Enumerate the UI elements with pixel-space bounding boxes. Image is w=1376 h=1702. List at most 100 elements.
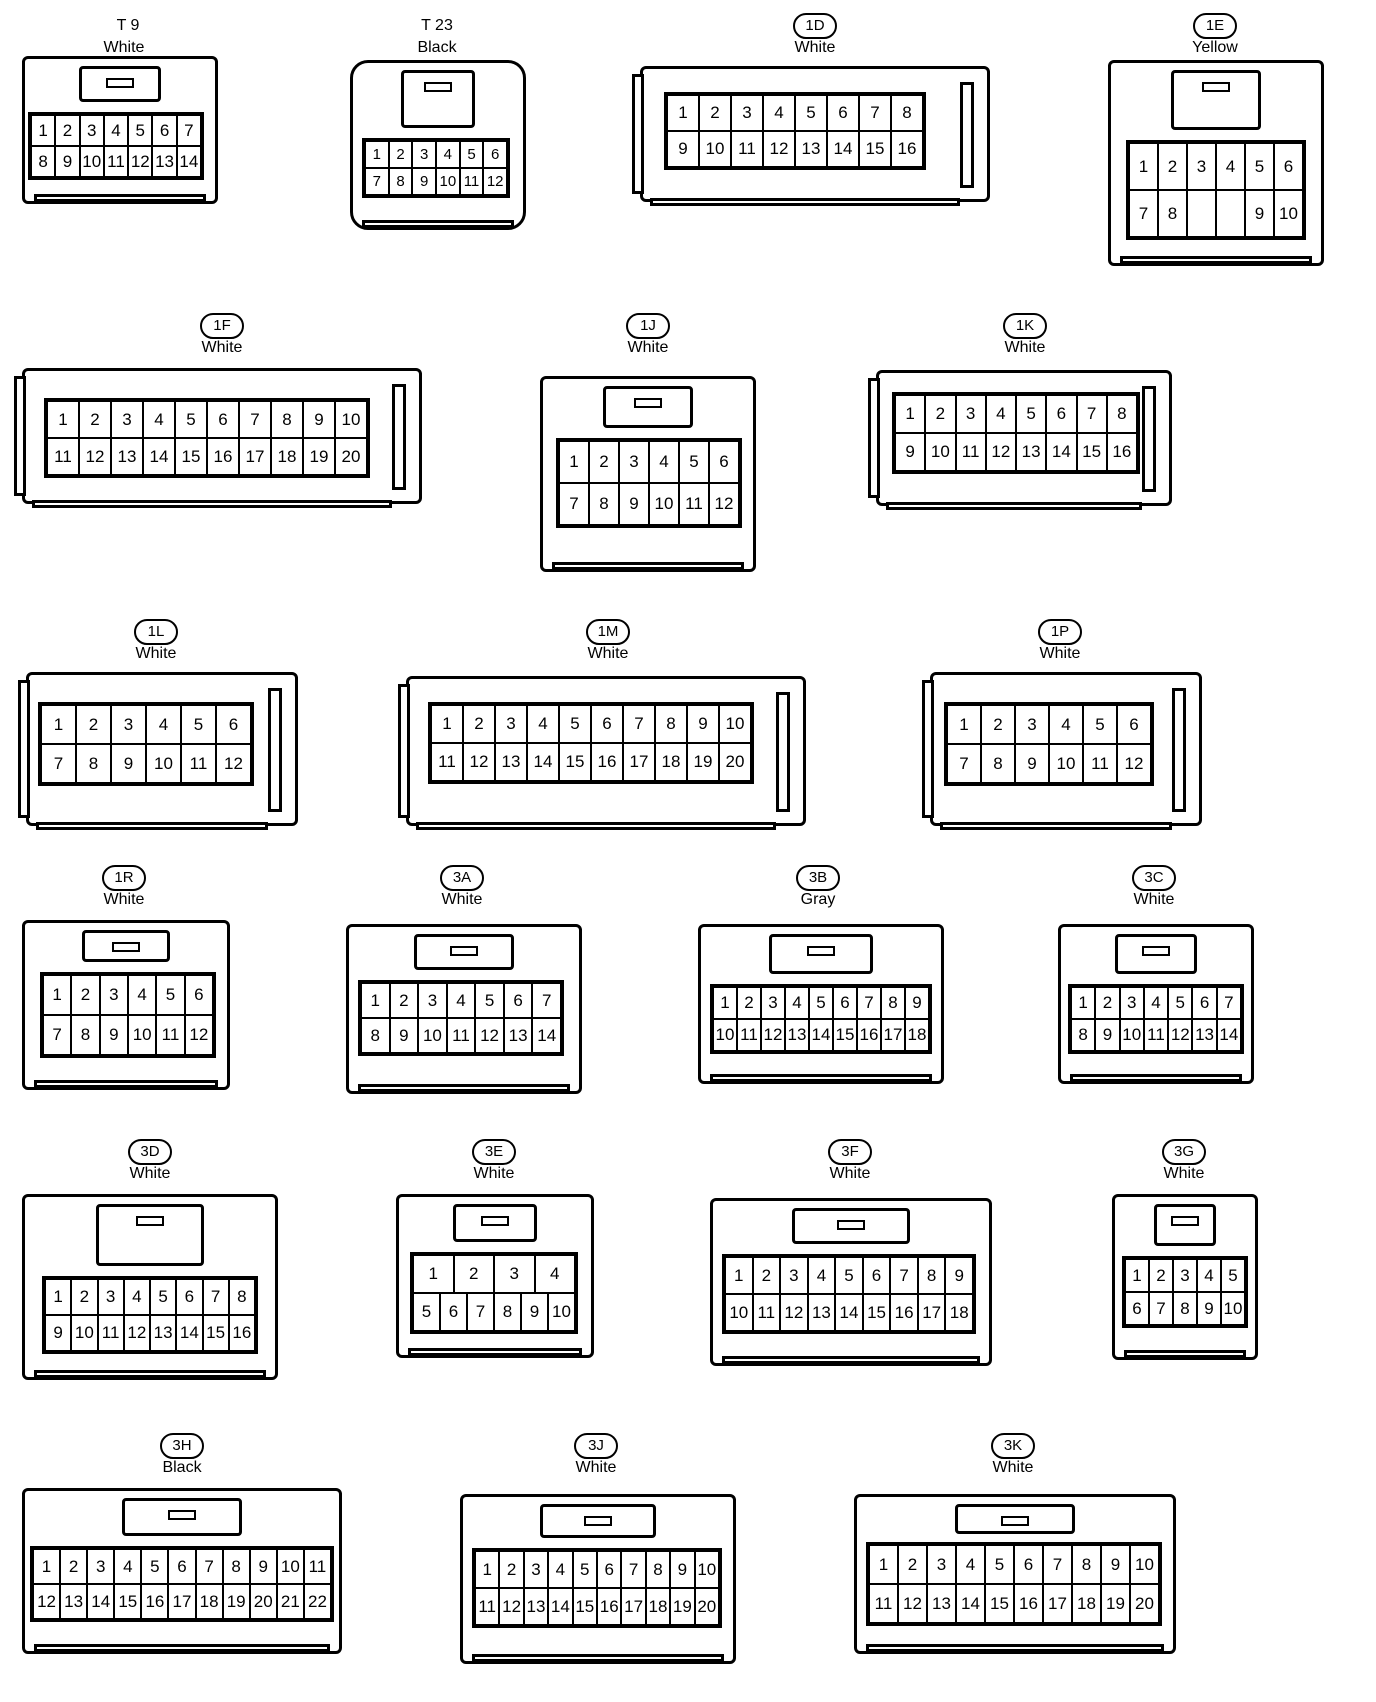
latch-notch (112, 942, 140, 952)
pin-cell: 18 (1072, 1584, 1101, 1623)
pin-cell: 6 (1014, 1545, 1043, 1584)
connector-rail (650, 198, 960, 206)
pin-cell: 9 (45, 1315, 72, 1351)
pin-cell: 11 (47, 438, 79, 475)
pin-cell: 11 (752, 1294, 781, 1331)
pin-cell: 6 (152, 115, 177, 146)
pin-cell: 15 (985, 1584, 1014, 1623)
pin-cell: 10 (276, 1549, 304, 1584)
connector-base (722, 1356, 980, 1364)
pin-cell: 14 (176, 146, 201, 177)
pin-cell: 12 (780, 1294, 808, 1331)
pin-cell: 13 (927, 1584, 956, 1623)
pin-cell: 13 (807, 1294, 836, 1331)
connector-id-badge: 3B (796, 865, 840, 891)
pin-cell: 4 (114, 1549, 142, 1584)
pin-cell: 1 (713, 987, 737, 1019)
connector-rail (940, 822, 1172, 830)
pin-cell: 3 (97, 1279, 124, 1315)
connector-color-label: White (103, 39, 145, 56)
connector-side-tab (1172, 688, 1186, 812)
connector-latch (1170, 70, 1262, 130)
pin-cell: 9 (895, 433, 926, 471)
pin-cell: 7 (1149, 1292, 1173, 1325)
pin-cell: 13 (495, 743, 527, 781)
latch-notch (450, 946, 478, 956)
connector-id-badge: 3D (128, 1139, 172, 1165)
pin-cell: 1 (41, 705, 76, 744)
pin-cell: 15 (859, 131, 891, 167)
pin-cell: 11 (731, 131, 763, 167)
pin-cell: 10 (649, 483, 679, 525)
connector-color-label: White (473, 1165, 515, 1182)
connector-base (552, 562, 744, 570)
pin-cell: 9 (667, 131, 699, 167)
pin-cell: 11 (156, 1015, 185, 1055)
pin-cell: 3 (1173, 1259, 1197, 1292)
pin-cell: 2 (60, 1549, 88, 1584)
pin-cell: 14 (548, 1588, 573, 1625)
pin-cell: 8 (1072, 1545, 1101, 1584)
connector-color-label: White (575, 1459, 617, 1476)
pin-cell: 8 (361, 1018, 390, 1053)
pin-cell: 1 (1071, 987, 1096, 1019)
connector-latch (955, 1504, 1075, 1534)
pin-cell: 1 (475, 1551, 500, 1588)
pin-cell: 6 (176, 1279, 203, 1315)
pin-cell: 12 (761, 1019, 785, 1051)
pin-cell: 3 (87, 1549, 115, 1584)
pin-cell: 2 (737, 987, 761, 1019)
pin-cell: 4 (956, 1545, 985, 1584)
pin-cell: 5 (985, 1545, 1014, 1584)
pin-cell: 5 (156, 975, 185, 1015)
pin-cell: 14 (827, 131, 859, 167)
pin-cell: 10 (128, 1015, 157, 1055)
connector-base (34, 194, 206, 202)
pin-cell: 17 (168, 1584, 196, 1619)
latch-notch (1171, 1216, 1199, 1226)
pin-cell: 6 (168, 1549, 196, 1584)
connector-side-tab (18, 680, 30, 818)
pin-cell: 5 (835, 1257, 863, 1294)
pin-cell: 9 (1245, 190, 1274, 237)
pin-cell: 7 (202, 1279, 229, 1315)
pin-cell: 4 (985, 395, 1016, 433)
pin-cell: 12 (1117, 744, 1151, 783)
pin-cell: 6 (503, 983, 533, 1018)
pin-cell: 10 (725, 1294, 753, 1331)
latch-notch (424, 82, 452, 92)
pin-cell: 3 (79, 115, 104, 146)
pin-cell: 11 (475, 1588, 500, 1625)
connector-id-badge: 1K (1003, 313, 1047, 339)
pin-cell: 15 (572, 1588, 597, 1625)
connector-id-badge: 3J (574, 1433, 618, 1459)
pin-cell: 1 (559, 441, 589, 483)
connector-side-tab (392, 384, 406, 490)
pin-cell: 5 (795, 95, 827, 131)
pin-cell: 4 (128, 975, 157, 1015)
pin-cell: 13 (60, 1584, 88, 1619)
connector-color-label: White (1004, 339, 1046, 356)
pin-cell: 11 (459, 168, 484, 195)
pin-cell: 7 (239, 401, 271, 438)
pin-cell: 11 (1083, 744, 1117, 783)
pin-cell: 12 (33, 1584, 61, 1619)
pin-cell: 18 (905, 1019, 929, 1051)
connector-id-badge: 3E (472, 1139, 516, 1165)
pin-cell: 2 (981, 705, 1015, 744)
pin-cell: 5 (181, 705, 216, 744)
pin-cell: 7 (1216, 987, 1241, 1019)
connector-color-label: Yellow (1192, 39, 1238, 56)
connector-side-tab (776, 692, 790, 812)
connector-base (866, 1644, 1164, 1652)
pin-cell: 6 (1125, 1292, 1149, 1325)
connector-id-badge: 3K (991, 1433, 1035, 1459)
pin-cell: 6 (1046, 395, 1077, 433)
pin-cell: 16 (141, 1584, 169, 1619)
pin-cell: 20 (249, 1584, 277, 1619)
connector-rail (886, 502, 1142, 510)
connector-side-tab (1142, 386, 1156, 492)
pin-cell: 5 (1016, 395, 1047, 433)
pin-cell: 20 (719, 743, 751, 781)
pin-cell: 1 (667, 95, 699, 131)
